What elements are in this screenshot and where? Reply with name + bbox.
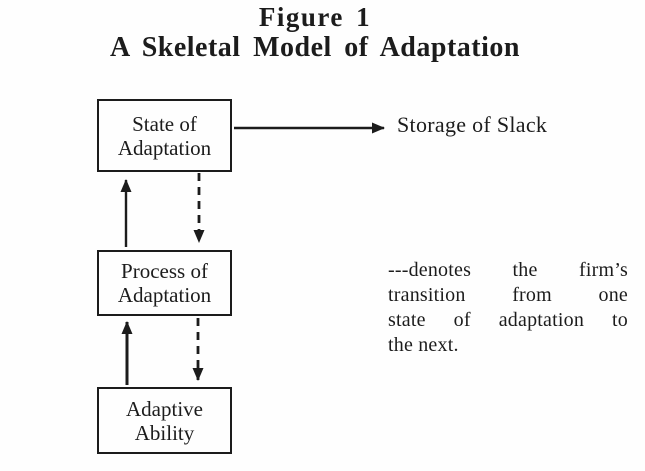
figure-title: Figure 1 (258, 2, 372, 32)
legend-line-4: the next. (388, 334, 459, 356)
legend-line-2: transition from one (388, 284, 628, 306)
box-state-of-adaptation: State of Adaptation (97, 99, 232, 172)
box-process-of-adaptation: Process of Adaptation (97, 250, 232, 316)
figure-subtitle: A Skeletal Model of Adaptation (110, 32, 520, 63)
legend-line-1: ---denotes the firm’s (388, 259, 628, 281)
legend-line-3: state of adaptation to (388, 309, 628, 331)
box-state-line2: Adaptation (117, 135, 212, 160)
box-ability-line2: Ability (134, 420, 195, 445)
box-process-line1: Process of (121, 259, 208, 283)
storage-of-slack-label: Storage of Slack (397, 112, 548, 137)
box-ability-line1: Adaptive (126, 396, 203, 421)
box-state-line1: State of (132, 111, 197, 136)
figure-header: Figure 1 A Skeletal Model of Adaptation (0, 2, 630, 64)
box-adaptive-ability: Adaptive Ability (97, 387, 232, 454)
box-process-line2: Adaptation (117, 283, 212, 307)
legend-note: ---denotes the firm’s transition from on… (388, 258, 628, 358)
